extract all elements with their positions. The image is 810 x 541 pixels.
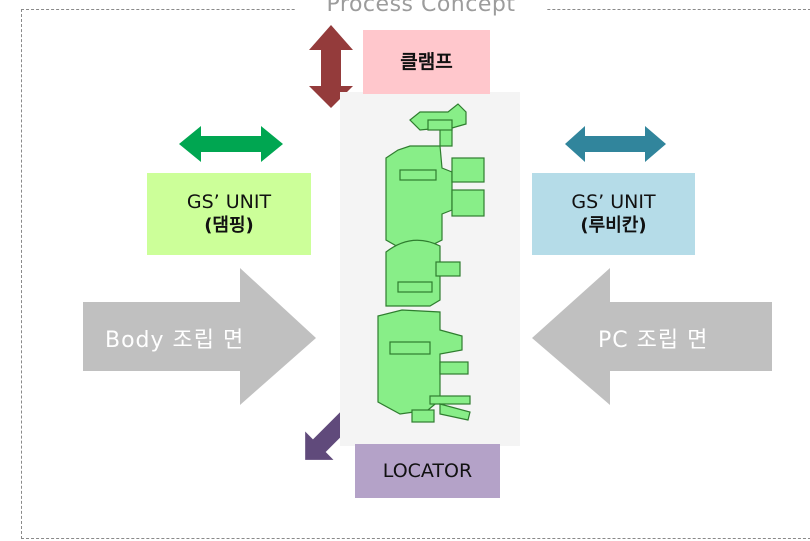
part-illustration bbox=[340, 92, 520, 446]
locator-label: LOCATOR bbox=[382, 460, 473, 482]
clamp-label-box: 클램프 bbox=[363, 30, 490, 94]
gs-left-double-arrow-icon bbox=[179, 126, 283, 162]
locator-label-box: LOCATOR bbox=[355, 444, 500, 498]
clamp-double-arrow-icon bbox=[309, 25, 353, 108]
clamp-label: 클램프 bbox=[400, 51, 453, 73]
gs-unit-damping-subtitle: (댐핑) bbox=[204, 215, 254, 236]
gs-unit-damping-title: GS’ UNIT bbox=[186, 191, 272, 213]
gs-unit-lubrication-subtitle: (루비칸) bbox=[580, 215, 647, 236]
body-assembly-arrow-icon bbox=[83, 268, 316, 405]
diagram-title: Process Concept bbox=[296, 0, 546, 18]
pc-assembly-label: PC 조립 면 bbox=[598, 328, 709, 353]
gs-right-double-arrow-icon bbox=[565, 126, 666, 162]
gs-unit-lubrication-box: GS’ UNIT (루비칸) bbox=[532, 173, 695, 255]
body-assembly-label: Body 조립 면 bbox=[105, 328, 245, 353]
pc-assembly-arrow-icon bbox=[532, 268, 772, 405]
gs-unit-damping-box: GS’ UNIT (댐핑) bbox=[147, 173, 311, 255]
gs-unit-lubrication-title: GS’ UNIT bbox=[571, 191, 656, 213]
